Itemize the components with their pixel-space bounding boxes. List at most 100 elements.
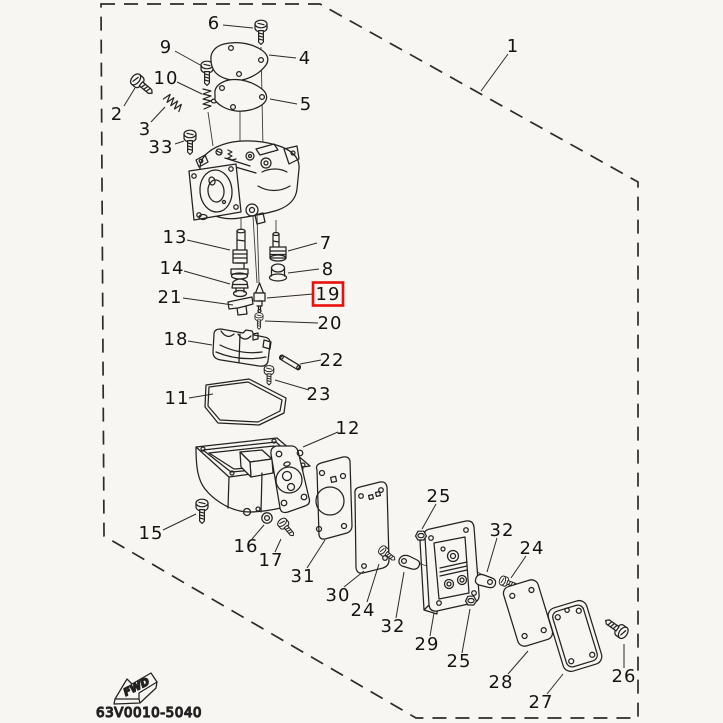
leader-line	[187, 340, 213, 346]
leader-line	[429, 612, 435, 637]
leader-line	[188, 393, 214, 399]
part-label-25[interactable]: 25	[447, 651, 472, 672]
leader-line	[268, 54, 297, 59]
part-7-pilot-screw	[269, 231, 287, 262]
leader-line	[287, 242, 318, 252]
part-32-lever	[474, 573, 497, 589]
leader-line	[150, 106, 166, 123]
part-14-valve-seat	[231, 278, 249, 298]
part-11-gasket	[204, 378, 287, 426]
leader-line	[421, 503, 437, 530]
part-25-nut	[414, 530, 428, 541]
part-label-11[interactable]: 11	[165, 388, 190, 409]
part-31-gasket	[315, 456, 353, 540]
part-label-13[interactable]: 13	[163, 227, 188, 248]
part-label-8[interactable]: 8	[322, 259, 334, 280]
part-label-22[interactable]: 22	[320, 350, 345, 371]
assembly-boundary-dashed-border	[100, 3, 639, 719]
part-label-30[interactable]: 30	[326, 585, 351, 606]
leader-line	[176, 81, 203, 95]
part-label-26[interactable]: 26	[612, 666, 637, 687]
part-label-12[interactable]: 12	[336, 418, 361, 439]
part-label-6[interactable]: 6	[208, 13, 220, 34]
leader-line	[162, 513, 197, 531]
part-4-cover-plate	[210, 42, 269, 82]
leader-line	[507, 650, 529, 675]
leader-line	[222, 24, 254, 29]
part-label-31[interactable]: 31	[291, 566, 316, 587]
leader-line	[274, 379, 310, 391]
part-label-5[interactable]: 5	[300, 94, 312, 115]
part-25-nut	[464, 595, 478, 606]
part-12-float-bowl	[195, 437, 311, 517]
part-label-32[interactable]: 32	[490, 520, 515, 541]
leader-line	[123, 87, 136, 107]
part-label-1[interactable]: 1	[507, 36, 519, 57]
part-18-float	[212, 328, 272, 367]
leader-line	[174, 140, 185, 145]
highlight-box	[311, 281, 345, 307]
part-16-washer	[261, 512, 273, 524]
leader-line	[287, 268, 320, 274]
leader-line	[299, 359, 322, 365]
part-32-lever	[398, 554, 421, 570]
part-label-29[interactable]: 29	[415, 634, 440, 655]
leader-line	[395, 571, 405, 619]
leader-line	[546, 673, 564, 695]
part-label-17[interactable]: 17	[259, 550, 284, 571]
part-label-28[interactable]: 28	[489, 672, 514, 693]
leader-line	[486, 537, 498, 573]
part-label-19[interactable]: 19	[316, 284, 341, 305]
part-label-25[interactable]: 25	[427, 486, 452, 507]
leader-line	[366, 563, 380, 603]
leader-line	[274, 538, 282, 553]
part-30-diaphragm	[354, 481, 390, 574]
leader-line	[302, 431, 339, 448]
part-label-7[interactable]: 7	[320, 233, 332, 254]
leader-line	[186, 239, 231, 251]
part-label-24[interactable]: 24	[351, 600, 376, 621]
part-22-float-pin	[278, 354, 302, 371]
part-5-cover-plate	[214, 78, 268, 112]
carburetor-body	[188, 140, 300, 225]
part-label-20[interactable]: 20	[318, 313, 343, 334]
leader-line	[343, 570, 365, 588]
part-21-clip	[227, 296, 254, 316]
part-label-32[interactable]: 32	[381, 616, 406, 637]
diagram-code: 63V0010-5040	[96, 705, 202, 721]
leader-line	[264, 320, 319, 324]
part-label-14[interactable]: 14	[160, 258, 185, 279]
part-label-2[interactable]: 2	[111, 104, 123, 125]
leader-line	[266, 293, 314, 299]
part-27-pump-cover	[547, 599, 603, 673]
part-label-9[interactable]: 9	[160, 37, 172, 58]
leader-line	[182, 297, 234, 306]
part-label-23[interactable]: 23	[307, 384, 332, 405]
leader-line	[480, 53, 509, 92]
part-label-16[interactable]: 16	[234, 536, 259, 557]
part-label-10[interactable]: 10	[154, 68, 179, 89]
part-29-pump-body	[419, 520, 480, 615]
part-19-needle-valve	[253, 282, 266, 314]
part-label-33[interactable]: 33	[149, 137, 174, 158]
fwd-arrow: FWD	[113, 672, 158, 705]
part-label-27[interactable]: 27	[529, 692, 554, 713]
part-13-main-nozzle	[230, 228, 249, 280]
part-label-3[interactable]: 3	[139, 119, 151, 140]
part-label-18[interactable]: 18	[164, 329, 189, 350]
part-label-15[interactable]: 15	[139, 523, 164, 544]
part-label-21[interactable]: 21	[158, 287, 183, 308]
leader-line	[183, 270, 231, 285]
leader-line	[269, 98, 298, 105]
leader-line	[306, 539, 326, 569]
leader-line	[251, 524, 265, 540]
leader-line	[461, 608, 471, 654]
leader-line	[174, 50, 203, 67]
part-label-24[interactable]: 24	[520, 538, 545, 559]
part-label-4[interactable]: 4	[299, 48, 311, 69]
leader-line	[510, 555, 527, 579]
part-28-diaphragm	[502, 579, 554, 647]
